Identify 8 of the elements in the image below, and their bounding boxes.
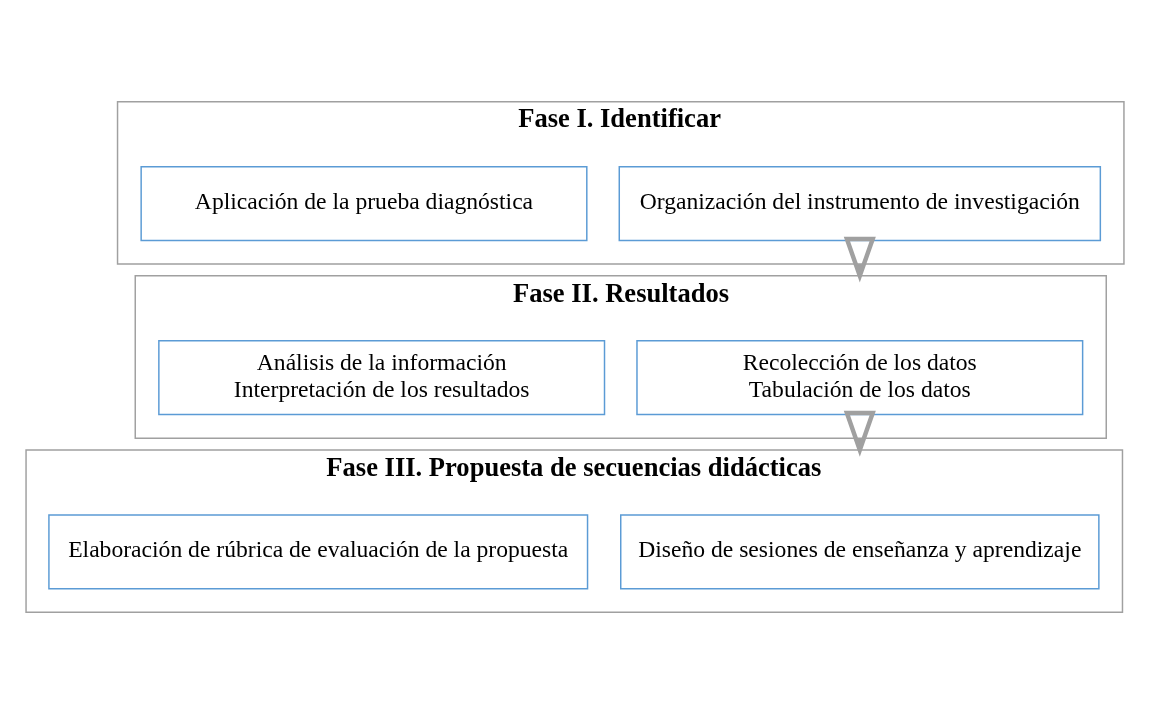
arrow — [843, 236, 876, 283]
node-box: Organización del instrumento de investigación — [618, 165, 1102, 241]
node-box: Elaboración de rúbrica de evaluación de la propuesta — [48, 513, 589, 589]
node-box: Diseño de sesiones de enseñanza y aprendizaje — [620, 513, 1100, 589]
arrow — [843, 410, 876, 457]
node-box: Aplicación de la prueba diagnóstica — [140, 165, 588, 241]
node-box: Análisis de la información Interpretación de los resultados — [158, 339, 606, 415]
node-box: Recolección de los datos Tabulación de los datos — [636, 339, 1084, 415]
